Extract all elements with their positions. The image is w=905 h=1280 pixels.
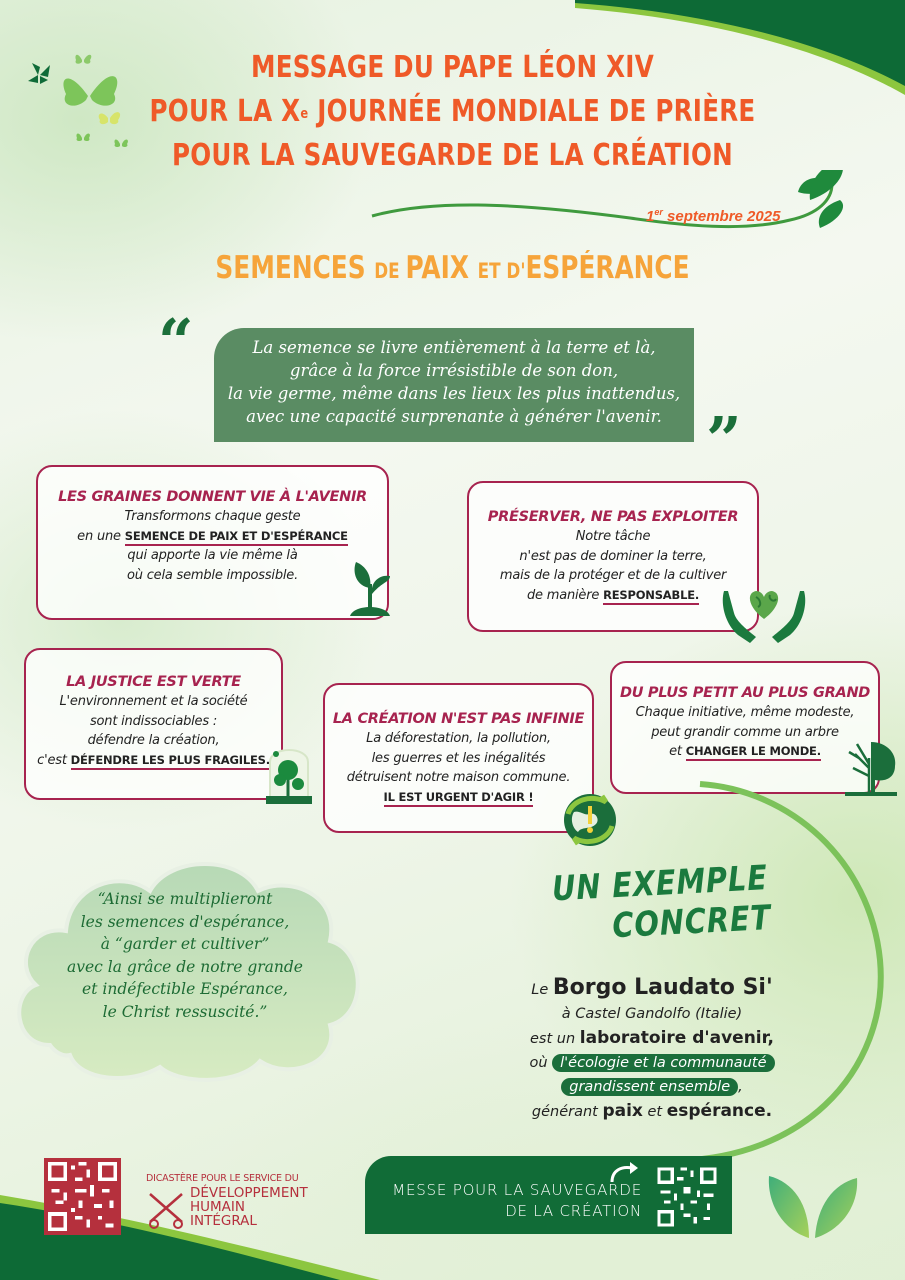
earth-recycle-alert-icon xyxy=(564,794,616,846)
close-quote-icon: ” xyxy=(706,403,742,476)
card-text: Notre tâche n'est pas de dominer la terr… xyxy=(499,529,727,605)
butterflies-icon xyxy=(28,54,128,148)
card-title: Préserver, ne pas exploiter xyxy=(487,509,739,525)
subtitle: SEMENCES DE PAIX ET D'ESPÉRANCE xyxy=(215,250,690,286)
tree-under-glass-icon xyxy=(266,749,312,804)
leaf-swoosh-icon xyxy=(371,170,844,229)
half-dead-tree-icon xyxy=(845,742,897,796)
curved-arrow-icon xyxy=(610,1162,638,1183)
dicastere-name: DÉVELOPPEMENT HUMAIN INTÉGRAL xyxy=(190,1185,308,1229)
quote-box: La semence se livre entièrement à la ter… xyxy=(214,328,694,442)
top-corner-decoration xyxy=(575,0,905,95)
open-quote-icon: “ xyxy=(158,305,194,378)
example-body: Le Borgo Laudato Si' à Castel Gandolfo (… xyxy=(529,975,775,1121)
card-title: La justice est verte xyxy=(66,674,241,690)
messe-sauvegarde-button[interactable]: MESSE POUR LA SAUVEGARDE DE LA CRÉATION xyxy=(365,1156,732,1234)
card-title: Les graines donnent vie à l'avenir xyxy=(58,489,367,505)
messe-label: MESSE POUR LA SAUVEGARDE DE LA CRÉATION xyxy=(392,1181,642,1220)
card-text: La déforestation, la pollution, les guer… xyxy=(325,729,592,807)
card-title: La création n'est pas infinie xyxy=(332,711,585,727)
dicastere-logo: DICASTÈRE POUR LE SERVICE DU DÉVELOPPEME… xyxy=(146,1173,308,1229)
qr-code-messe[interactable] xyxy=(652,1164,722,1230)
circle-arc-decoration xyxy=(650,781,884,1160)
card-text: Chaque initiative, même modeste, peut gr… xyxy=(635,705,855,761)
page-title: MESSAGE DU PAPE LÉON XIV POUR LA Xe JOUR… xyxy=(81,46,823,178)
title-line-2: POUR LA Xe JOURNÉE MONDIALE DE PRIÈRE xyxy=(149,94,756,129)
title-line-1: MESSAGE DU PAPE LÉON XIV xyxy=(250,50,654,85)
title-line-3: POUR LA SAUVEGARDE DE LA CRÉATION xyxy=(171,138,734,173)
card-creation: La création n'est pas infinie La défores… xyxy=(323,683,594,833)
card-title: Du plus petit au plus grand xyxy=(619,685,871,701)
example-title: UN EXEMPLE CONCRET xyxy=(550,858,773,947)
cloud-quote: “Ainsi se multiplieront les semences d'e… xyxy=(67,890,303,1021)
card-plus-petit: Du plus petit au plus grand Chaque initi… xyxy=(610,661,880,794)
two-leaves-icon xyxy=(768,1176,858,1238)
card-text: Transformons chaque geste en une Semence… xyxy=(77,509,348,583)
card-preserver: Préserver, ne pas exploiter Notre tâche … xyxy=(467,481,759,632)
crossed-keys-icon xyxy=(149,1193,183,1229)
card-graines: Les graines donnent vie à l'avenir Trans… xyxy=(36,465,389,620)
hands-earth-heart-icon xyxy=(722,591,806,643)
qr-code-dicastere[interactable] xyxy=(43,1158,122,1235)
date: 1er septembre 2025 xyxy=(646,207,781,225)
cloud-shape xyxy=(17,862,360,1082)
card-justice: La justice est verte L'environnement et … xyxy=(24,648,283,800)
sprout-icon xyxy=(350,562,390,616)
card-text: L'environnement et la société sont indis… xyxy=(37,694,270,770)
